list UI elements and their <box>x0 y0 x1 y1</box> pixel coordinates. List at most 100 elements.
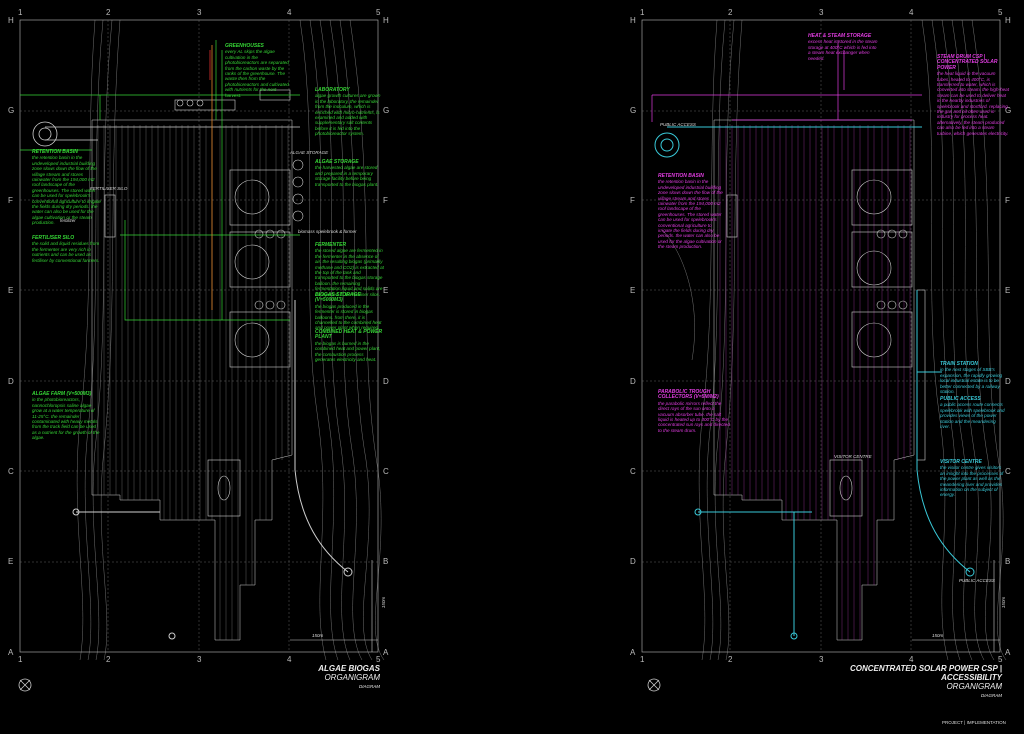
r-col-label-3-bottom: 3 <box>819 655 824 664</box>
row-label-a: A <box>8 648 14 657</box>
scale-label-h: 150m <box>312 633 324 638</box>
algae-biogas-sheet: 1 2 3 4 5 1 2 3 4 5 H G F E D C E A H G … <box>8 8 390 692</box>
process-lines <box>20 40 300 321</box>
col-label-2-bottom: 2 <box>106 655 111 664</box>
row-label-c: C <box>8 467 14 476</box>
note-biogas-storage: BIOGAS STORAGE (V=5000m3)the biogas prod… <box>315 292 382 331</box>
header-pipe <box>32 121 300 147</box>
algae-biogas-drawing <box>19 19 385 661</box>
north-arrow-icon <box>18 678 32 692</box>
r-row-label-g: G <box>630 106 637 115</box>
col-label-4: 4 <box>287 8 292 17</box>
r-row-label-f-right: F <box>1005 196 1010 205</box>
visitor-centre-label: VISITOR CENTRE <box>834 454 872 459</box>
col-label-2: 2 <box>106 8 111 17</box>
row-label-c-right: C <box>383 467 389 476</box>
right-title-block: CONCENTRATED SOLAR POWER CSP | ACCESSIBI… <box>812 664 1002 700</box>
col-label-5-bottom: 5 <box>376 655 381 664</box>
left-caption: DIAGRAM <box>358 684 380 689</box>
r-row-label-d-right: D <box>1005 377 1011 386</box>
col-label-4-bottom: 4 <box>287 655 292 664</box>
r-col-label-2: 2 <box>728 8 733 17</box>
r-col-label-1: 1 <box>640 8 645 17</box>
r-row-label-e: E <box>630 286 636 295</box>
greenhouse-field <box>91 119 293 641</box>
left-title: ALGAE BIOGAS <box>318 664 380 673</box>
grid-lines <box>20 20 378 652</box>
col-label-1-bottom: 1 <box>18 655 23 664</box>
col-label-1: 1 <box>18 8 23 17</box>
plant-blocks <box>104 89 304 517</box>
col-label-5: 5 <box>376 8 381 17</box>
plant-blocks-right <box>726 169 926 517</box>
right-caption: DIAGRAM <box>980 693 1002 698</box>
r-scale-label-h: 150m <box>932 633 944 638</box>
site-road <box>72 300 353 640</box>
row-label-b-right: B <box>383 557 389 566</box>
terrain-lines-right <box>661 19 1007 661</box>
r-col-label-4-bottom: 4 <box>909 655 914 664</box>
right-subtitle: ORGANIGRAM <box>946 682 1002 691</box>
steam-lines <box>651 40 922 122</box>
r-row-label-h-right: H <box>1005 16 1011 25</box>
note-algae-farm: ALGAE FARM (V=500m3)in the photobioreact… <box>32 391 100 441</box>
terrain-lines <box>76 19 385 661</box>
access-routes <box>654 126 975 640</box>
row-label-d: D <box>8 377 14 386</box>
row-label-a-right: A <box>383 648 389 657</box>
greenhouse-rows <box>97 125 289 640</box>
scale-label-v: 150m <box>381 596 387 609</box>
row-label-e: E <box>8 286 14 295</box>
row-label-e-right: E <box>383 286 389 295</box>
row-label-g-right: G <box>383 106 390 115</box>
r-row-label-d: D <box>630 377 636 386</box>
algae-storage-label: ALGAE STORAGE <box>290 150 329 155</box>
note-parabolic-trough: PARABOLIC TROUGH COLLECTORS (V=5m/m2)the… <box>658 389 730 433</box>
public-access-top-label: PUBLIC ACCESS <box>660 122 696 127</box>
grid-lines-right <box>642 20 1000 652</box>
row-label-h-right: H <box>383 16 389 25</box>
row-label-f: F <box>8 196 13 205</box>
scale-bars <box>290 560 378 652</box>
row-label-h: H <box>8 16 14 25</box>
collector-rows <box>719 125 911 640</box>
biomass-label: biomass spelebrook & former <box>298 229 357 234</box>
r-col-label-1-bottom: 1 <box>640 655 645 664</box>
fertilizer-label: fertilizer <box>60 218 76 223</box>
r-row-label-c-right: C <box>1005 467 1011 476</box>
col-label-3: 3 <box>197 8 202 17</box>
r-col-label-5: 5 <box>998 8 1003 17</box>
solar-field <box>713 119 915 641</box>
r-row-label-g-right: G <box>1005 106 1012 115</box>
r-row-label-b-right: B <box>1005 557 1011 566</box>
note-steam-drum-csp: STEAM DRUM CSP | CONCENTRATED SOLAR POWE… <box>937 54 1010 136</box>
scale-bars-right <box>912 560 1000 652</box>
r-col-label-2-bottom: 2 <box>728 655 733 664</box>
r-col-label-3: 3 <box>819 8 824 17</box>
r-row-label-b: D <box>630 557 636 566</box>
row-label-d-right: D <box>383 377 389 386</box>
csp-accessibility-drawing <box>641 19 1007 661</box>
row-label-b: E <box>8 557 14 566</box>
r-scale-label-v: 150m <box>1001 596 1007 609</box>
north-arrow-icon-right <box>647 678 661 692</box>
project-footer: PROJECT | IMPLEMENTATION <box>942 720 1006 725</box>
right-title: CONCENTRATED SOLAR POWER CSP | ACCESSIBI… <box>849 664 1002 682</box>
r-row-label-c: C <box>630 467 636 476</box>
r-col-label-4: 4 <box>909 8 914 17</box>
r-row-label-a: A <box>630 648 636 657</box>
fertilizer-silo-label: FERTILISER SILO <box>90 186 128 191</box>
row-label-f-right: F <box>383 196 388 205</box>
public-access-bottom-label: PUBLIC ACCESS <box>959 578 995 583</box>
left-subtitle: ORGANIGRAM <box>324 673 380 682</box>
r-row-label-e-right: E <box>1005 286 1011 295</box>
r-row-label-f: F <box>630 196 635 205</box>
